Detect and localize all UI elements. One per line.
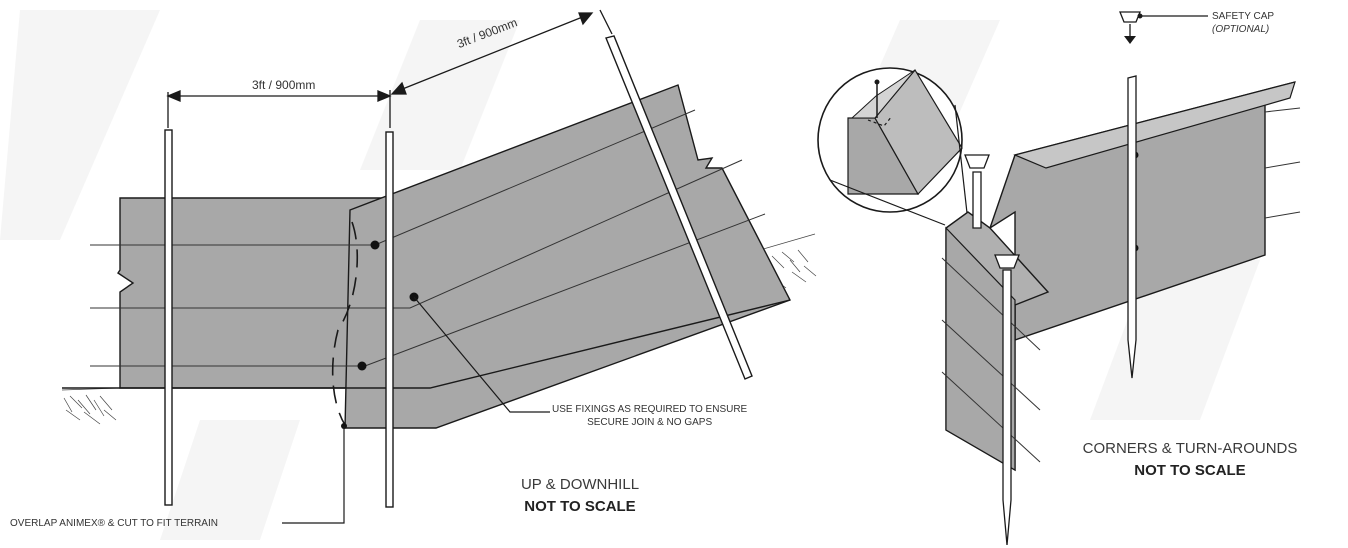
left-caption-subtitle: NOT TO SCALE: [524, 498, 636, 515]
fixings-note-line-2: SECURE JOIN & NO GAPS: [587, 417, 713, 428]
stake-middle: [972, 171, 982, 229]
overlap-leader: [282, 426, 345, 524]
fixings-note-line-1: USE FIXINGS AS REQUIRED TO ENSURE: [552, 404, 748, 415]
detail-corner: [847, 68, 963, 195]
fixing-dot: [370, 240, 380, 250]
magnifier-lines: [829, 104, 969, 226]
safety-cap-optional: (OPTIONAL): [1212, 24, 1270, 35]
panel-front-face: [945, 226, 1016, 472]
safety-cap-icon: [994, 254, 1020, 269]
fixing-dot: [357, 361, 367, 371]
right-caption: CORNERS & TURN-AROUNDS NOT TO SCALE: [1060, 438, 1320, 482]
overlap-dashed-line: [331, 221, 359, 426]
cap-arrow-head: [1124, 36, 1136, 44]
dimension-label-left: 3ft / 900mm: [252, 78, 316, 92]
overlap-note: OVERLAP ANIMEX® & CUT TO FIT TERRAIN: [10, 518, 218, 529]
fixings-leader: [413, 296, 550, 413]
stake-back: [1127, 75, 1137, 379]
dimension-arrow-left: [166, 90, 392, 128]
safety-cap-icon: [964, 154, 990, 169]
safety-cap-label: SAFETY CAP (OPTIONAL): [1212, 10, 1274, 36]
post-3: [605, 35, 753, 380]
dimension-arrow-right: [390, 9, 613, 95]
panel-back-top: [1013, 81, 1296, 169]
right-caption-subtitle: NOT TO SCALE: [1134, 462, 1246, 479]
ground-hatch-left: [61, 387, 121, 425]
fixings-note: USE FIXINGS AS REQUIRED TO ENSURE SECURE…: [552, 403, 747, 429]
safety-cap-dot: [1137, 13, 1143, 19]
safety-cap-icon: [1119, 11, 1141, 23]
left-caption-title: UP & DOWNHILL: [520, 476, 640, 493]
left-caption: UP & DOWNHILL NOT TO SCALE: [520, 474, 640, 518]
post-2: [385, 131, 394, 508]
stake-front: [1002, 269, 1012, 546]
safety-cap-title: SAFETY CAP: [1212, 11, 1275, 22]
panel-base-line: [62, 299, 791, 389]
post-1: [164, 129, 173, 506]
fence-wires-right: [941, 107, 1301, 463]
right-caption-title: CORNERS & TURN-AROUNDS: [1082, 440, 1298, 457]
